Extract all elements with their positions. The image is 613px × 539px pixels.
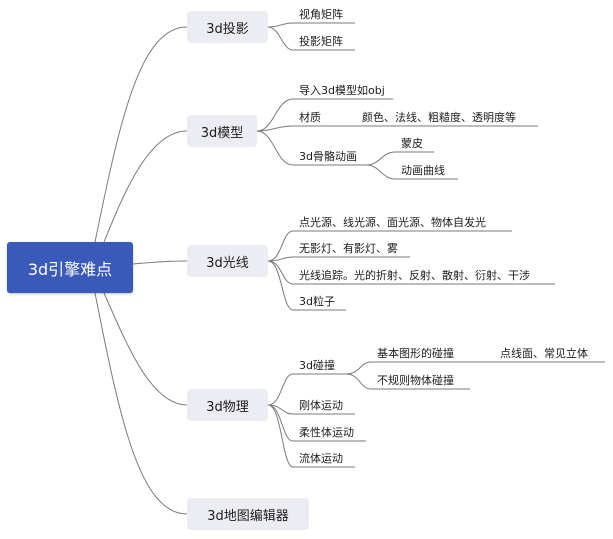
edge-collision-irregular [345,373,470,390]
node-3d-light[interactable]: 3d光线 [187,245,268,277]
leaf-light-sources[interactable]: 点光源、线光源、面光源、物体自发光 [299,216,486,229]
leaf-view-matrix[interactable]: 视角矩阵 [299,8,343,21]
edge-projection-view [267,22,355,28]
edge-model-material [256,125,355,132]
leaf-animation-curve[interactable]: 动画曲线 [401,164,445,177]
edge-light-4 [267,260,346,311]
node-3d-map-editor-label: 3d地图编辑器 [207,508,289,524]
leaf-particles[interactable]: 3d粒子 [299,295,335,308]
leaf-skeleton-animation[interactable]: 3d骨骼动画 [299,150,357,163]
edge-projection-proj [267,26,355,51]
leaf-material[interactable]: 材质 [299,111,321,124]
node-3d-physics[interactable]: 3d物理 [187,389,268,421]
leaf-material-detail[interactable]: 颜色、法线、粗糙度、透明度等 [362,111,516,124]
edge-root-model [103,130,188,243]
edge-root-projection [94,26,188,243]
root-label: 3d引擎难点 [27,259,113,279]
leaf-projection-matrix[interactable]: 投影矩阵 [299,35,343,48]
leaf-skinning[interactable]: 蒙皮 [401,137,423,150]
node-3d-physics-label: 3d物理 [206,399,249,415]
edge-skeleton-curve [365,164,458,180]
edge-model-import [256,98,393,132]
edge-collision-basic [345,361,605,375]
edge-physics-collision [267,373,346,406]
leaf-irregular-collision[interactable]: 不规则物体碰撞 [377,374,454,387]
edge-light-1 [267,230,512,262]
node-3d-model[interactable]: 3d模型 [187,115,257,147]
edge-light-3 [267,260,555,285]
edge-root-map-editor [94,292,188,515]
leaf-fluid[interactable]: 流体运动 [299,452,343,465]
edge-physics-rigid [267,404,355,415]
leaf-soft-body[interactable]: 柔性体运动 [299,426,354,439]
node-3d-light-label: 3d光线 [206,255,249,271]
leaf-collision[interactable]: 3d碰撞 [299,359,335,372]
node-3d-model-label: 3d模型 [200,125,244,141]
leaf-ray-tracing[interactable]: 光线追踪。光的折射、反射、散射、衍射、干涉 [299,269,530,282]
leaf-shadow-fog[interactable]: 无影灯、有影灯、雾 [299,242,398,255]
leaf-basic-shape-collision[interactable]: 基本图形的碰撞 [377,347,454,360]
node-3d-map-editor[interactable]: 3d地图编辑器 [187,498,309,530]
leaf-rigid-body[interactable]: 刚体运动 [299,399,343,412]
edge-skeleton-skin [365,151,434,166]
node-3d-projection[interactable]: 3d投影 [187,11,268,43]
root-node[interactable]: 3d引擎难点 [7,242,133,293]
edge-physics-fluid [267,404,355,468]
leaf-import-model[interactable]: 导入3d模型如obj [299,84,385,97]
edge-model-skeleton [256,130,366,166]
leaf-basic-shape-detail[interactable]: 点线面、常见立体 [500,347,588,360]
node-3d-projection-label: 3d投影 [206,21,249,37]
edge-root-light [132,260,188,265]
edge-light-2 [267,256,410,262]
edge-root-physics [103,292,188,406]
